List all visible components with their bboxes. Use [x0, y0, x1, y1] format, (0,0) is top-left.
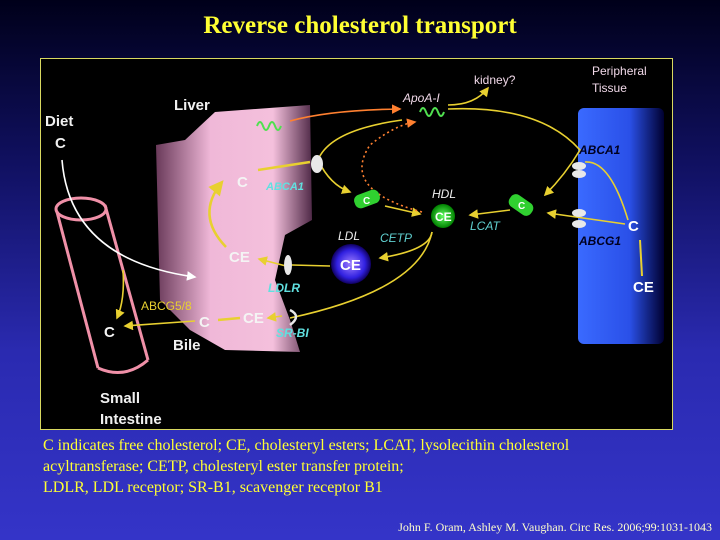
label-ldl: LDL	[338, 229, 360, 243]
label-tissue: Tissue	[592, 81, 627, 95]
liver-abca1-receptor-icon	[311, 155, 323, 173]
label-liver: Liver	[174, 97, 210, 114]
label-hdl: HDL	[432, 187, 456, 201]
label-bile-c: C	[199, 314, 210, 331]
label-tissue-ce: CE	[633, 279, 654, 296]
citation: John F. Oram, Ashley M. Vaughan. Circ Re…	[398, 520, 712, 534]
hdl-particle	[431, 204, 455, 228]
label-abcg58: ABCG5/8	[141, 299, 192, 313]
label-srbi: SR-BI	[276, 326, 309, 340]
liver-apoa1-helix-icon	[256, 121, 282, 131]
label-kidney: kidney?	[474, 73, 516, 87]
small-intestine-tube	[54, 196, 150, 374]
label-intestine: Intestine	[100, 411, 162, 428]
label-intestine-c: C	[104, 324, 115, 341]
label-liver-ce: CE	[229, 249, 250, 266]
nascent-hdl-left	[354, 189, 380, 209]
label-liver-c: C	[237, 174, 248, 191]
label-peripheral: Peripheral	[592, 64, 647, 78]
label-tissue-abcg1: ABCG1	[578, 234, 621, 248]
legend-caption: C indicates free cholesterol; CE, choles…	[43, 435, 703, 498]
label-hdl-ce: CE	[435, 210, 452, 224]
label-tissue-c: C	[628, 218, 639, 235]
label-diet: Diet	[45, 113, 73, 130]
label-bile: Bile	[173, 337, 201, 354]
nascent-hdl-right	[508, 194, 534, 216]
ldlr-receptor-icon	[284, 255, 292, 275]
apoa1-helix-icon	[419, 107, 445, 117]
tissue-abcg1-transporter-icon	[572, 209, 586, 217]
label-pill-left-c: C	[363, 196, 370, 207]
caption-line: acyltransferase; CETP, cholesteryl ester…	[43, 458, 404, 475]
label-apoa1: ApoA-I	[402, 91, 440, 105]
caption-line: C indicates free cholesterol; CE, choles…	[43, 437, 570, 454]
liver-shape	[156, 105, 312, 352]
diet-arrow	[61, 159, 197, 281]
label-small: Small	[100, 390, 140, 407]
rct-diagram-frame	[40, 58, 673, 430]
label-ldlr: LDLR	[268, 281, 300, 295]
slide-title: Reverse cholesterol transport	[203, 12, 517, 39]
srbi-receptor-icon	[289, 308, 298, 326]
label-bile-ce: CE	[243, 310, 264, 327]
caption-line: LDLR, LDL receptor; SR-B1, scavenger rec…	[43, 479, 383, 496]
label-diet-c: C	[55, 135, 66, 152]
label-cetp: CETP	[380, 231, 412, 245]
tissue-abca1-transporter-icon	[572, 162, 586, 170]
label-liver-abca1: ABCA1	[265, 181, 304, 193]
label-tissue-abca1: ABCA1	[578, 143, 621, 157]
label-lcat: LCAT	[470, 219, 501, 233]
label-ldl-ce: CE	[340, 257, 361, 274]
ldl-particle	[331, 244, 371, 284]
label-pill-right-c: C	[518, 201, 525, 212]
